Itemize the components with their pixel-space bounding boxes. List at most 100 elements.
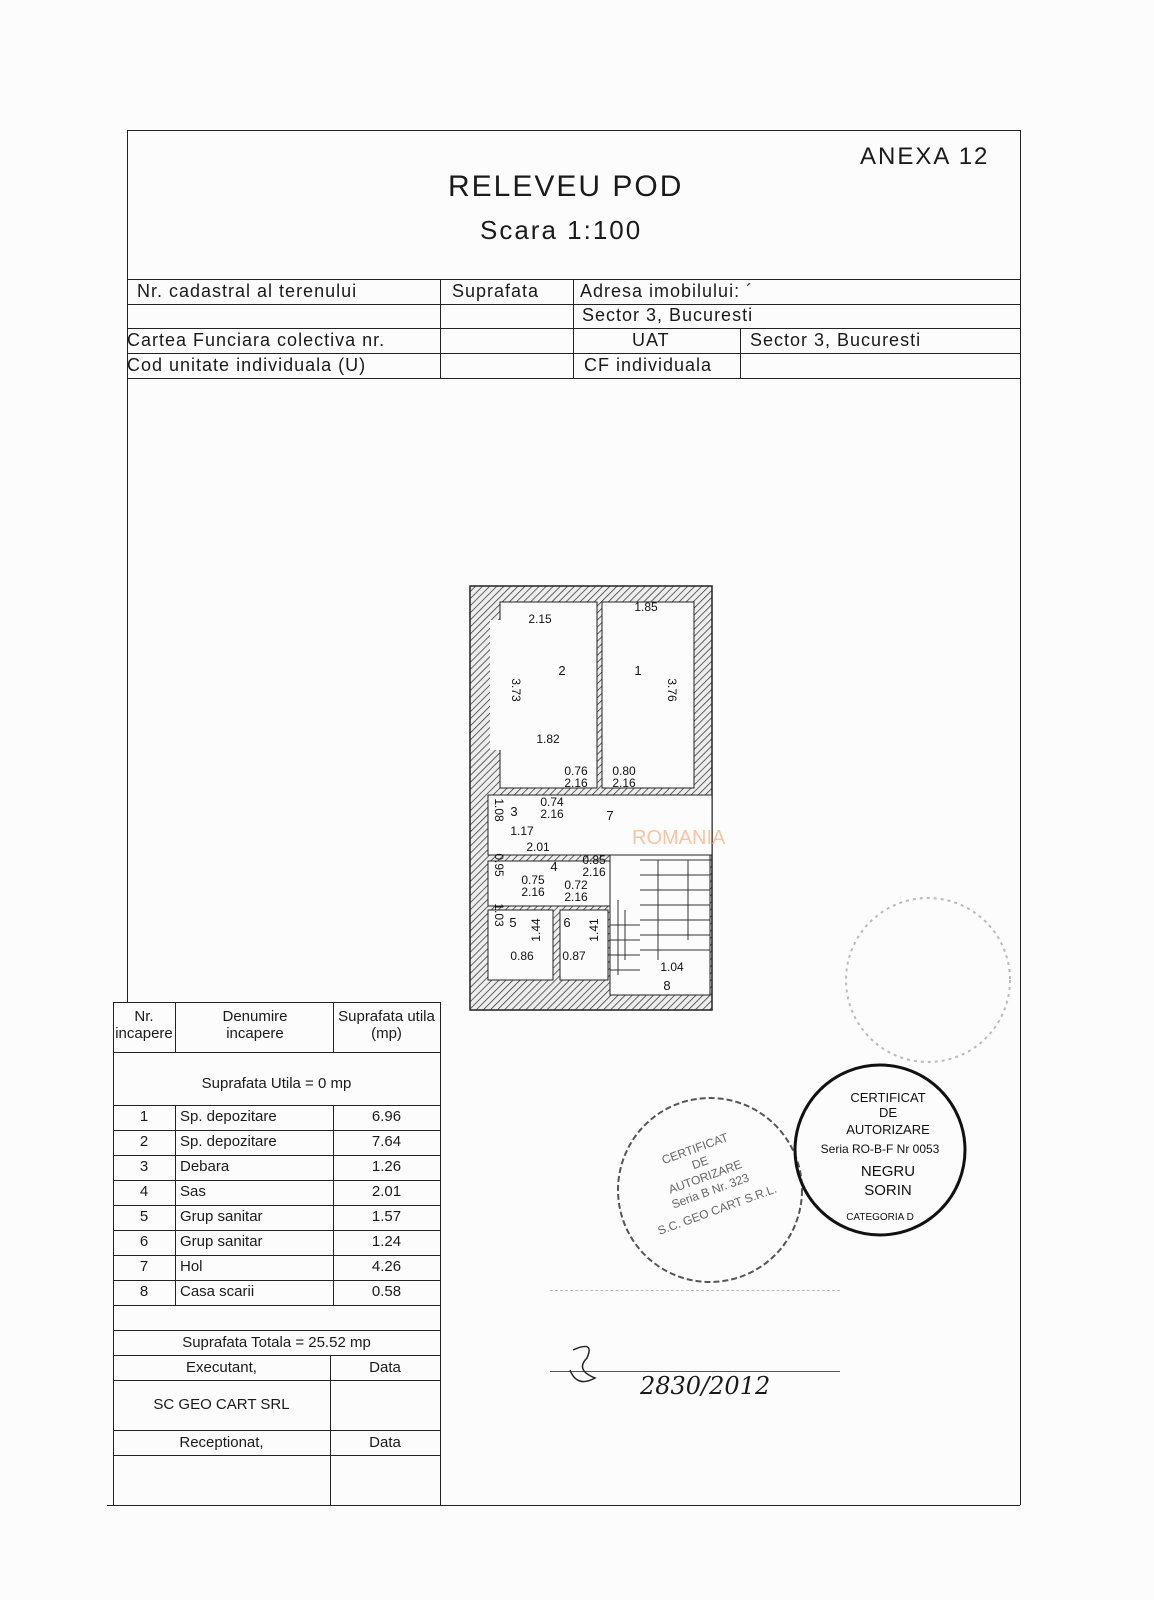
col-header-name: Denumire incapere (222, 1008, 288, 1042)
total-surface: Suprafata Totala = 25.52 mp (182, 1334, 371, 1351)
stamp-text: DE (879, 1105, 897, 1120)
room-number: 6 (563, 915, 570, 930)
room-number-cell: 4 (139, 1183, 149, 1200)
room-number-cell: 3 (139, 1158, 149, 1175)
stamp-text: SORIN (864, 1182, 912, 1199)
room-surface-cell: 1.57 (371, 1208, 402, 1225)
floor-plan: ROMANIA 2 1 3 4 5 6 7 8 2.15 1.85 3.73 3… (469, 585, 726, 1011)
dimension-label: 1.82 (536, 732, 560, 746)
executant-value: SC GEO CART SRL (153, 1396, 290, 1413)
room-number: 3 (510, 804, 517, 819)
col-header-surface: Suprafata utila (mp) (338, 1008, 435, 1042)
room-number-cell: 5 (139, 1208, 149, 1225)
date-label: Data (369, 1359, 401, 1376)
stamp-text: CERTIFICAT (850, 1090, 925, 1105)
dimension-label: 0.87 (562, 949, 586, 963)
room-number: 8 (663, 978, 670, 993)
dimension-label: 0.74 (540, 795, 564, 809)
room-number: 5 (509, 915, 516, 930)
dimension-label: 2.01 (526, 840, 550, 854)
uat-label: UAT (632, 330, 670, 350)
dimension-label: 1.85 (634, 600, 658, 614)
dimension-label: 1.41 (587, 918, 601, 942)
room-surface-cell: 0.58 (371, 1283, 402, 1300)
room-name-cell: Casa scarii (180, 1283, 255, 1300)
dimension-label: 1.04 (660, 960, 684, 974)
dimension-label: 0.72 (564, 878, 588, 892)
stamp-text: CATEGORIA D (846, 1212, 914, 1223)
room-number: 7 (606, 808, 613, 823)
dimension-label: 2.16 (564, 776, 588, 790)
cadastral-label: Nr. cadastral al terenului (137, 281, 358, 301)
dimension-label: 0.75 (521, 873, 545, 887)
stamp-text: NEGRU (861, 1163, 915, 1180)
watermark: ROMANIA (632, 827, 726, 849)
dimension-label: 1.44 (529, 918, 543, 942)
stamp-text: AUTORIZARE (846, 1122, 930, 1137)
received-label: Receptionat, (179, 1434, 264, 1451)
faded-stamp (845, 897, 1011, 1063)
room-name-cell: Hol (180, 1258, 203, 1275)
uat-value: Sector 3, Bucuresti (750, 330, 922, 350)
registration-stamp (550, 1290, 840, 1372)
room-surface-cell: 6.96 (371, 1108, 402, 1125)
stamp-text: Seria RO-B-F Nr 0053 (821, 1142, 940, 1156)
received-date-label: Data (369, 1434, 401, 1451)
room-surface-cell: 2.01 (371, 1183, 402, 1200)
room-number-cell: 1 (139, 1108, 149, 1125)
room-number: 2 (558, 663, 565, 678)
frame-top (127, 130, 1020, 131)
room-name-cell: Sas (180, 1183, 206, 1200)
room-number-cell: 6 (139, 1233, 149, 1250)
dimension-label: 2.15 (528, 612, 552, 626)
unit-code-label: Cod unitate individuala (U) (127, 355, 367, 375)
executant-label: Executant, (186, 1359, 257, 1376)
room-surface-cell: 1.24 (371, 1233, 402, 1250)
surface-label: Suprafata (452, 281, 540, 301)
dimension-label: 1.03 (492, 903, 506, 927)
dimension-label: 0.95 (492, 853, 506, 877)
room-name-cell: Grup sanitar (180, 1233, 263, 1250)
address-label: Adresa imobilului: ´ (580, 281, 754, 301)
scale-label: Scara 1:100 (480, 215, 643, 245)
dimension-label: 0.86 (510, 949, 534, 963)
dimension-label: 2.16 (564, 890, 588, 904)
frame-left (127, 130, 128, 1002)
room-number: 1 (634, 663, 641, 678)
room-name-cell: Grup sanitar (180, 1208, 263, 1225)
dimension-label: 2.16 (521, 885, 545, 899)
company-stamp (617, 1097, 803, 1283)
dimension-label: 1.17 (510, 824, 534, 838)
room-surface-cell: 4.26 (371, 1258, 402, 1275)
room-number-cell: 8 (139, 1283, 149, 1300)
stamp-text: DE (690, 1153, 710, 1172)
col-header-number: Nr. incapere (115, 1008, 173, 1042)
address-value: Sector 3, Bucuresti (582, 305, 754, 325)
room-number: 4 (550, 859, 557, 874)
dimension-label: 0.80 (612, 764, 636, 778)
frame-bottom (107, 1505, 1020, 1506)
dimension-label: 0.76 (564, 764, 588, 778)
room-number-cell: 2 (139, 1133, 149, 1150)
dimension-label: 2.16 (612, 776, 636, 790)
dimension-label: 0.85 (582, 853, 606, 867)
room-name-cell: Sp. depozitare (180, 1133, 277, 1150)
signature (569, 1345, 597, 1383)
handwritten-number: 2830/2012 (640, 1372, 771, 1400)
stamps: CERTIFICAT DE AUTORIZARE Seria B Nr. 323… (617, 897, 1011, 1283)
page-title: RELEVEU POD (448, 170, 684, 203)
room-number-cell: 7 (139, 1258, 149, 1275)
room-name-cell: Debara (180, 1158, 230, 1175)
dimension-label: 2.16 (540, 807, 564, 821)
authorization-stamp (793, 1063, 967, 1237)
room-surface-cell: 7.64 (371, 1133, 402, 1150)
frame-right (1020, 130, 1021, 1505)
dimension-label: 3.73 (509, 678, 523, 702)
cf-label: CF individuala (584, 355, 713, 375)
useful-surface: Suprafata Utila = 0 mp (201, 1075, 352, 1092)
room-name-cell: Sp. depozitare (180, 1108, 277, 1125)
annex-label: ANEXA 12 (860, 143, 990, 170)
room-surface-cell: 1.26 (371, 1158, 402, 1175)
dimension-label: 3.76 (665, 678, 679, 702)
